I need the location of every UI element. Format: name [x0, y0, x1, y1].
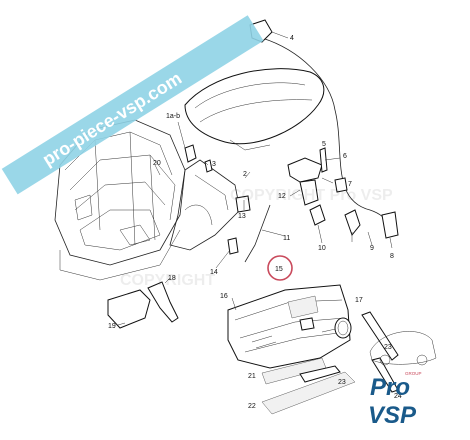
- bonnet-hinges-and-catches: [184, 19, 399, 263]
- watermark-banner-text: pro-piece-vsp.com: [39, 68, 185, 170]
- callout-labels: 1a-b 2 3 4 5 6 7 8 9 10 11 12 13 14 15 1…: [108, 35, 402, 410]
- callout-8: 8: [390, 253, 394, 260]
- logo-word-vsp: VSP: [368, 402, 417, 429]
- watermark-copyright-2: COPYRIGHT Pro VSP: [230, 187, 393, 204]
- callout-23-lower: 23: [338, 379, 346, 386]
- callout-21: 21: [248, 373, 256, 380]
- callout-6: 6: [343, 153, 347, 160]
- callout-23-upper: 23: [384, 344, 392, 351]
- callout-4: 4: [290, 35, 294, 42]
- callout-11: 11: [283, 235, 290, 242]
- callout-3: 3: [212, 161, 216, 168]
- callout-15: 15: [275, 266, 283, 273]
- callout-22: 22: [248, 403, 256, 410]
- front-bumper-drawing: [227, 284, 399, 415]
- grille-22: [261, 371, 356, 415]
- bracket-18: [147, 281, 179, 323]
- side-strip-23: [361, 311, 399, 361]
- logo-word-pro: Pro: [370, 374, 410, 401]
- callout-14: 14: [210, 269, 218, 276]
- callout-1a-b: 1a-b: [166, 113, 180, 120]
- lock-8: [381, 211, 399, 239]
- strip-24: [371, 357, 399, 393]
- logo-car-sketch: [369, 331, 437, 366]
- undertray-19: [107, 289, 151, 329]
- callout-20: 20: [153, 160, 161, 167]
- logo-tag: GROUP: [405, 371, 422, 376]
- callout-2: 2: [243, 171, 247, 178]
- callout-9: 9: [370, 245, 374, 252]
- callout-10: 10: [318, 245, 326, 252]
- callout-12: 12: [278, 193, 286, 200]
- callout-5: 5: [322, 141, 326, 148]
- callout-7: 7: [348, 181, 352, 188]
- release-cable: [261, 37, 391, 236]
- bonnet-drawing: [184, 68, 325, 151]
- callout-24: 24: [394, 393, 402, 400]
- callout-13: 13: [238, 213, 246, 220]
- callout-16: 16: [220, 293, 228, 300]
- highlight-ring-15: [267, 255, 293, 281]
- undertray-and-bracket: [107, 277, 179, 329]
- callout-18: 18: [168, 275, 176, 282]
- watermark-copyright-1: COPYRIGHT: [120, 272, 215, 289]
- fog-lamp-17: [334, 317, 352, 339]
- leader-lines: [154, 31, 393, 269]
- pro-vsp-logo: Pro VSP GROUP: [368, 371, 422, 429]
- callout-17: 17: [355, 297, 363, 304]
- callout-19: 19: [108, 323, 116, 330]
